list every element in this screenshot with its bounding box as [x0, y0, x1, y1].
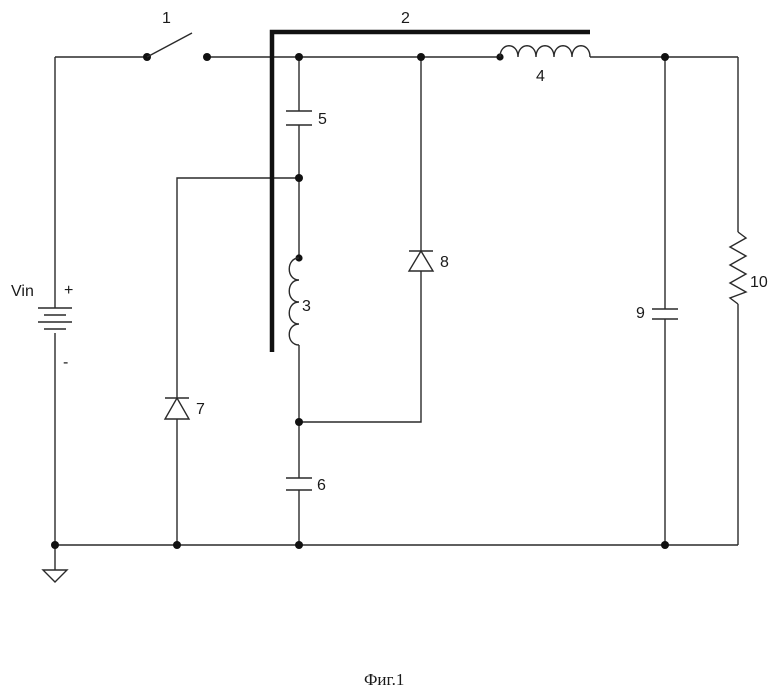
junction-dot [295, 53, 303, 61]
junction-dot [417, 53, 425, 61]
label-capacitor-bottom: 6 [317, 477, 326, 494]
battery-vin [38, 308, 72, 329]
label-switch: 1 [162, 10, 171, 27]
junction-dot [295, 418, 303, 426]
inductor-3-coil [289, 258, 299, 345]
junction-dot [661, 53, 669, 61]
label-diode-left: 7 [196, 401, 205, 418]
diode-7-body [165, 398, 189, 419]
label-capacitor-top: 5 [318, 111, 327, 128]
label-resistor-load: 10 [750, 274, 768, 291]
label-inductor-output: 4 [536, 68, 545, 85]
switch-contact-right [203, 53, 211, 61]
capacitor-6 [286, 478, 312, 490]
resistor-10 [730, 232, 746, 304]
junctions [51, 53, 669, 549]
ground-icon [43, 570, 67, 582]
label-source: Vin [11, 283, 34, 300]
junction-dot [295, 174, 303, 182]
capacitor-9 [652, 309, 678, 319]
diode-8 [409, 251, 433, 271]
inductor-4 [496, 46, 590, 61]
capacitor-5 [286, 111, 312, 125]
inductor-4-coil [500, 46, 590, 57]
switch [143, 33, 211, 61]
junction-dot [173, 541, 181, 549]
inductor-3 [289, 254, 302, 345]
wire-tap-to-d7 [177, 178, 299, 545]
switch-blade [147, 33, 192, 57]
label-plus: + [64, 282, 73, 299]
label-core: 2 [401, 10, 410, 27]
junction-dot [661, 541, 669, 549]
label-capacitor-output: 9 [636, 305, 645, 322]
figure-caption: Фиг.1 [364, 670, 404, 689]
label-diode-middle: 8 [440, 254, 449, 271]
diode-7 [165, 398, 189, 419]
diode-8-body [409, 251, 433, 271]
label-inductor-main: 3 [302, 298, 311, 315]
junction-dot [51, 541, 59, 549]
labels: 1 2 3 4 5 6 7 8 9 10 Vin + - Фиг.1 [11, 10, 768, 689]
junction-dot [295, 541, 303, 549]
label-minus: - [63, 354, 68, 371]
